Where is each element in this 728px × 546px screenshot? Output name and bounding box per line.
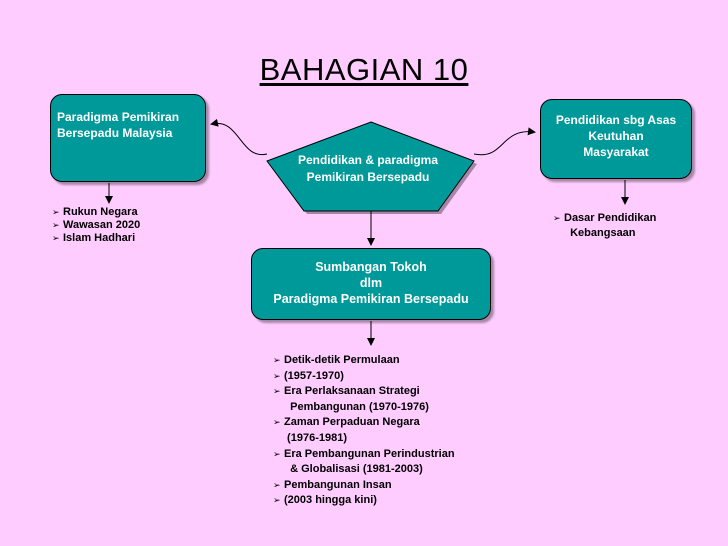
list-item: ➢Islam Hadhari bbox=[52, 232, 136, 244]
list-item: ➢Wawasan 2020 bbox=[52, 219, 141, 231]
list-item: ➢Rukun Negara bbox=[52, 206, 138, 218]
center-pentagon-label: Pendidikan & paradigma Pemikiran Bersepa… bbox=[272, 152, 464, 186]
node-text-line: Paradigma Pemikiran Bersepadu bbox=[273, 292, 469, 306]
node-text-line: Masyarakat bbox=[583, 145, 649, 159]
node-text-line: Pendidikan & paradigma bbox=[297, 153, 439, 167]
list-item: ➢Era Perlaksanaan Strategi bbox=[273, 384, 455, 400]
node-text-line: Sumbangan Tokoh bbox=[315, 260, 427, 274]
list-item: ➢Zaman Perpaduan Negara bbox=[273, 415, 455, 431]
node-pendidikan-asas: Pendidikan sbg Asas Keutuhan Masyarakat bbox=[540, 99, 692, 179]
arrow-to-right-box bbox=[473, 127, 536, 156]
node-text-line: dlm bbox=[359, 276, 383, 290]
arrow-bullet-icon: ➢ bbox=[273, 448, 281, 459]
node-sumbangan-tokoh: Sumbangan Tokoh dlm Paradigma Pemikiran … bbox=[251, 248, 491, 320]
node-text-line: Pendidikan sbg Asas bbox=[555, 113, 677, 127]
list-right: ➢Dasar Pendidikan Kebangsaan bbox=[553, 211, 656, 241]
node-text-line: Keutuhan bbox=[588, 129, 644, 143]
arrow-bullet-icon: ➢ bbox=[273, 355, 281, 365]
arrow-bullet-icon: ➢ bbox=[553, 213, 561, 223]
node-text-line: Paradigma Pemikiran bbox=[57, 110, 180, 124]
list-item: ➢(1957-1970) bbox=[273, 369, 455, 385]
page-title: BAHAGIAN 10 bbox=[259, 52, 469, 87]
list-item: ➢Dasar Pendidikan bbox=[553, 212, 657, 224]
list-item: ➢Era Pembangunan Perindustrian bbox=[273, 447, 455, 463]
arrow-bullet-icon: ➢ bbox=[273, 417, 281, 428]
list-item: ➢Pembangunan Insan bbox=[273, 478, 455, 494]
arrow-bullet-icon: ➢ bbox=[52, 220, 60, 230]
list-item: & Globalisasi (1981-2003) bbox=[284, 463, 423, 476]
node-text-line: Bersepadu Malaysia bbox=[57, 126, 173, 140]
list-item: (1976-1981) bbox=[284, 431, 347, 444]
arrow-to-left-box bbox=[210, 118, 268, 155]
node-text-line: Pemikiran Bersepadu bbox=[306, 170, 430, 184]
arrow-bullet-icon: ➢ bbox=[52, 207, 60, 217]
list-item: ➢Detik-detik Permulaan bbox=[273, 353, 455, 369]
arrow-bullet-icon: ➢ bbox=[273, 479, 281, 490]
list-bottom: ➢Detik-detik Permulaan ➢(1957-1970) ➢Era… bbox=[273, 353, 455, 509]
list-item: Kebangsaan bbox=[564, 227, 636, 239]
list-left: ➢Rukun Negara ➢Wawasan 2020 ➢Islam Hadha… bbox=[52, 206, 140, 245]
arrow-bullet-icon: ➢ bbox=[52, 233, 60, 243]
arrow-bullet-icon: ➢ bbox=[273, 495, 281, 506]
node-paradigma-pemikiran: Paradigma Pemikiran Bersepadu Malaysia bbox=[50, 94, 206, 182]
list-item: ➢(2003 hingga kini) bbox=[273, 493, 455, 509]
arrow-bullet-icon: ➢ bbox=[273, 370, 281, 381]
arrow-bullet-icon: ➢ bbox=[273, 386, 281, 397]
list-item: Pembangunan (1970-1976) bbox=[284, 400, 429, 413]
